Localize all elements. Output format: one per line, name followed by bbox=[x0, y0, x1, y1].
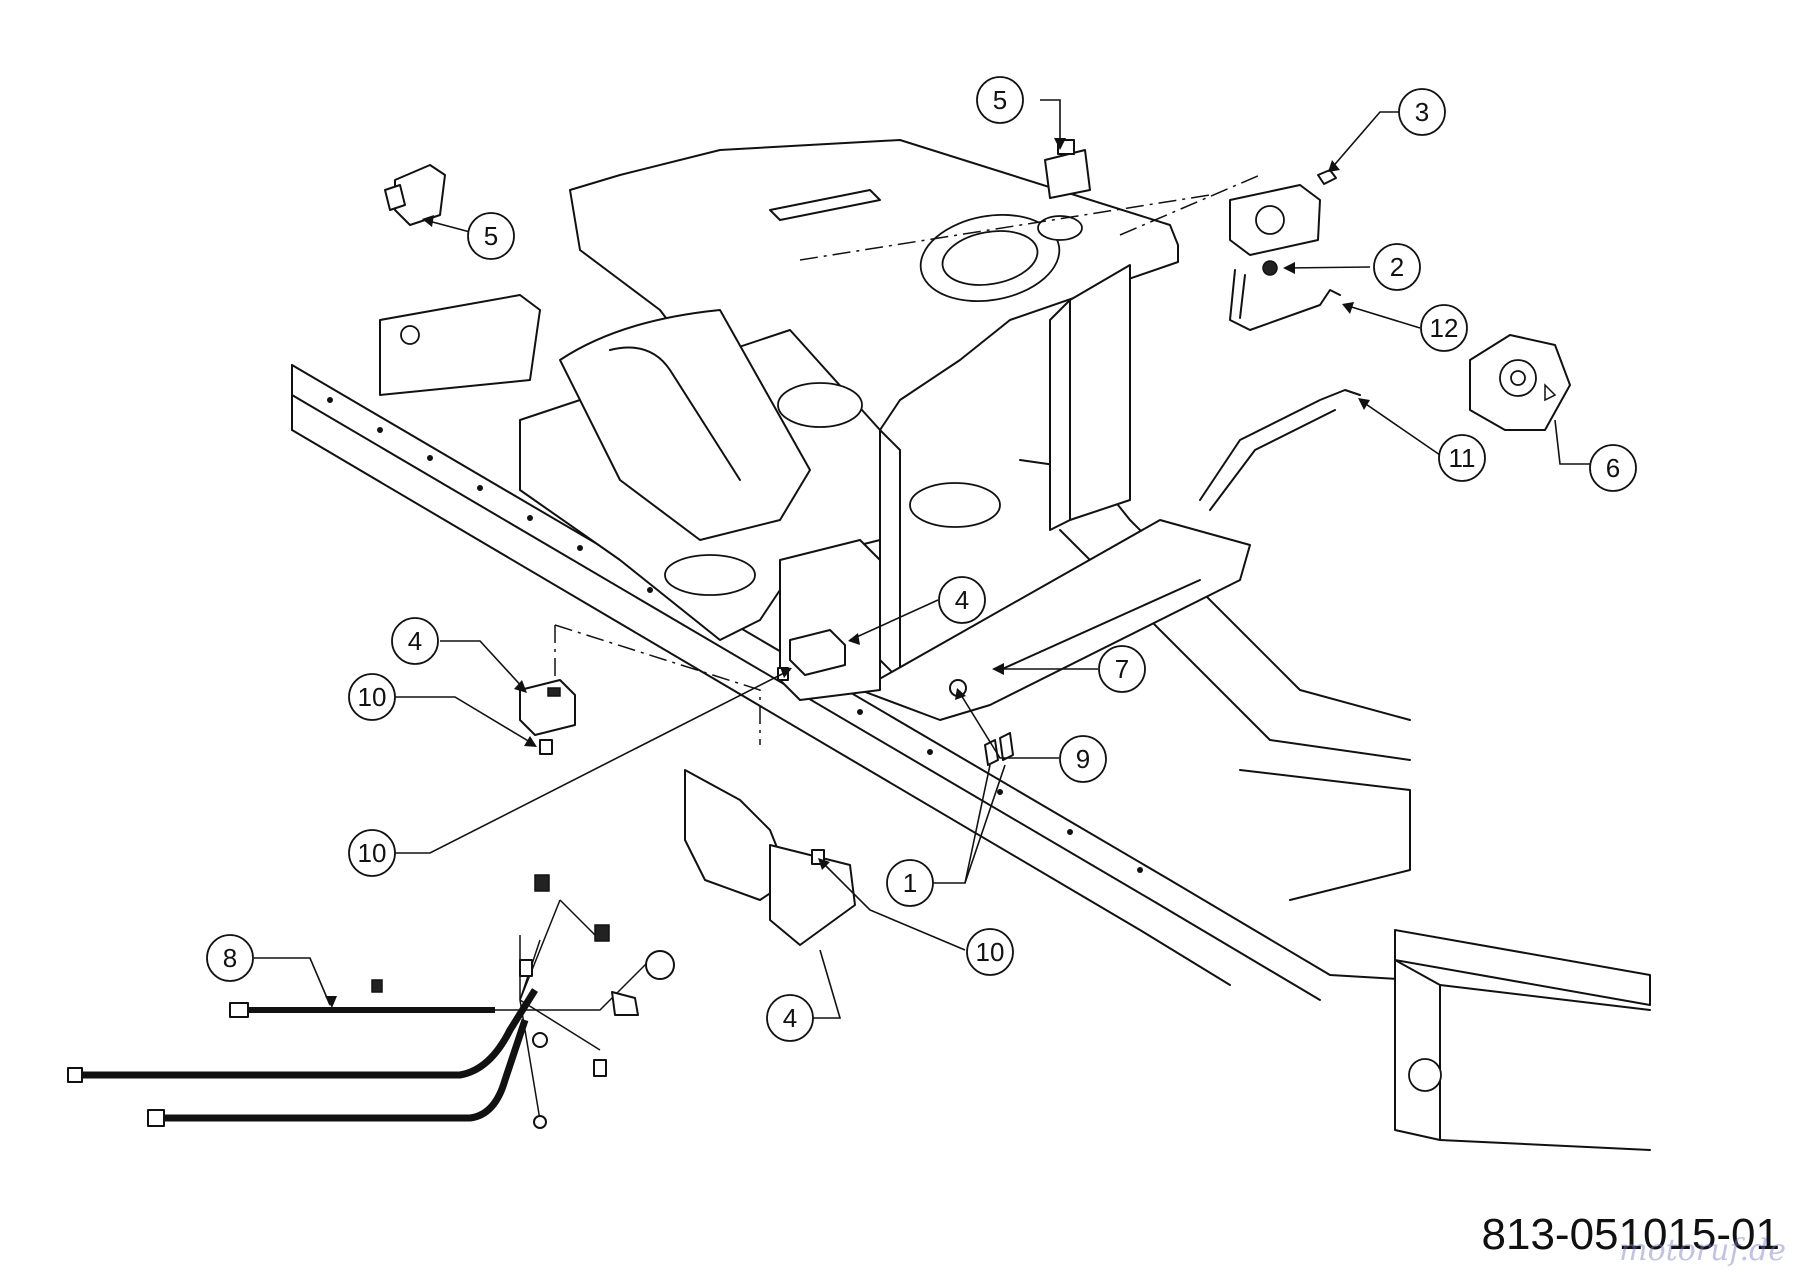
callout-12: 12 bbox=[1420, 304, 1468, 352]
callout-label: 1 bbox=[903, 868, 917, 898]
callout-label: 5 bbox=[993, 85, 1007, 115]
callout-label: 10 bbox=[358, 682, 387, 712]
callout-8: 8 bbox=[206, 934, 254, 982]
callout-label: 4 bbox=[408, 626, 422, 656]
nut-part-2 bbox=[1262, 260, 1278, 276]
callout-label: 7 bbox=[1115, 654, 1129, 684]
callout-label: 5 bbox=[484, 221, 498, 251]
chassis-frame bbox=[291, 364, 1651, 1151]
callout-label: 6 bbox=[1606, 453, 1620, 483]
callout-10-left: 10 bbox=[348, 673, 396, 721]
ignition-switch-part-6 bbox=[1469, 334, 1571, 431]
callout-4-left: 4 bbox=[391, 617, 439, 665]
callout-label: 10 bbox=[358, 838, 387, 868]
callout-label: 4 bbox=[955, 585, 969, 615]
callout-label: 2 bbox=[1390, 252, 1404, 282]
callout-10-center: 10 bbox=[348, 829, 396, 877]
bracket-part-4c bbox=[684, 769, 856, 946]
callout-6: 6 bbox=[1589, 444, 1637, 492]
center-pan bbox=[379, 294, 1251, 721]
callout-label: 4 bbox=[783, 1003, 797, 1033]
callout-3: 3 bbox=[1398, 88, 1446, 136]
callout-4-bottom: 4 bbox=[766, 994, 814, 1042]
watermark-logo: motoruf.de bbox=[1619, 1233, 1786, 1268]
callout-1: 1 bbox=[886, 859, 934, 907]
connector-part-4a bbox=[519, 679, 576, 736]
callout-label: 11 bbox=[1449, 443, 1476, 473]
callout-7: 7 bbox=[1098, 645, 1146, 693]
switch-part-5b bbox=[1044, 139, 1091, 199]
callout-5-left: 5 bbox=[467, 212, 515, 260]
leaders bbox=[254, 99, 1590, 1019]
callout-label: 9 bbox=[1076, 744, 1090, 774]
rod-part-12 bbox=[1229, 269, 1341, 331]
callout-label: 3 bbox=[1415, 97, 1429, 127]
callout-11: 11 bbox=[1438, 434, 1486, 482]
solenoid bbox=[1229, 184, 1321, 256]
screw-part-3 bbox=[1317, 169, 1337, 185]
bolts-part-10 bbox=[539, 667, 825, 865]
callout-label: 12 bbox=[1430, 313, 1459, 343]
callout-4-center: 4 bbox=[938, 576, 986, 624]
switch-part-5a bbox=[384, 164, 446, 226]
fasteners-part-1 bbox=[984, 732, 1014, 766]
wiring-harness-part-8 bbox=[67, 874, 675, 1129]
callout-5-top: 5 bbox=[976, 76, 1024, 124]
connector-part-4b bbox=[789, 629, 846, 676]
callout-label: 10 bbox=[976, 937, 1005, 967]
callout-label: 8 bbox=[223, 943, 237, 973]
callout-10-right: 10 bbox=[966, 928, 1014, 976]
rod-part-11 bbox=[1199, 389, 1361, 511]
callout-2: 2 bbox=[1373, 243, 1421, 291]
callout-9: 9 bbox=[1059, 735, 1107, 783]
drawing-number: 813-051015-01 bbox=[1481, 1210, 1780, 1259]
assembly-lines bbox=[554, 174, 1261, 745]
